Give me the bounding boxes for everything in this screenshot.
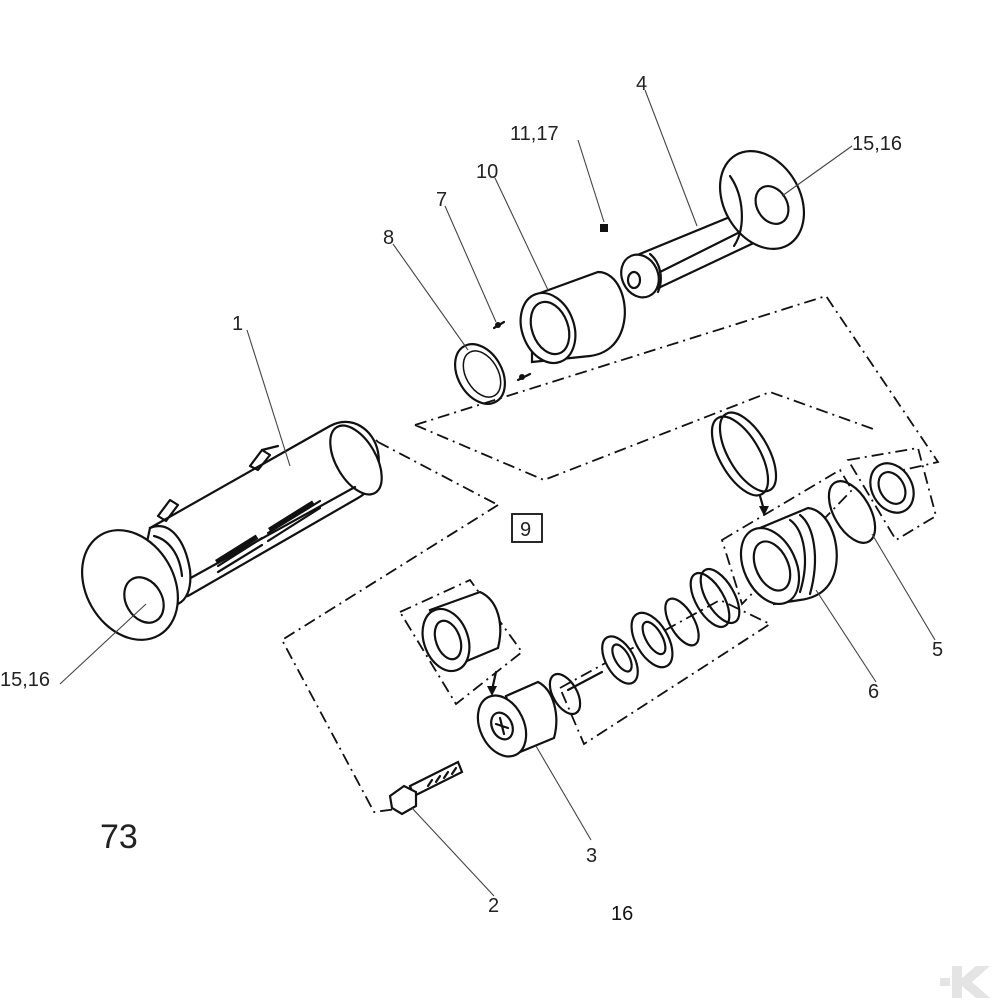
- label-8: 8: [383, 227, 394, 249]
- page-number: 16: [611, 903, 633, 925]
- rod-seal[interactable]: [819, 455, 922, 550]
- piston-ring-group-boundary: [558, 598, 772, 746]
- seal-kit-boundary: [280, 439, 499, 813]
- label-7: 7: [436, 189, 447, 211]
- label-5: 5: [932, 639, 943, 661]
- piston-seal[interactable]: [414, 590, 502, 678]
- part-labels: 1 2 3 4 5 6 7 8 9 10 11,17 15,16 15,16: [0, 73, 943, 917]
- k-logo-icon: [940, 966, 990, 998]
- label-1: 1: [232, 313, 243, 335]
- piston-body[interactable]: [730, 506, 838, 613]
- piston-head[interactable]: [469, 669, 587, 764]
- label-15-16-left: 15,16: [0, 669, 50, 691]
- cylinder-barrel[interactable]: [63, 417, 392, 657]
- label-10: 10: [476, 161, 498, 183]
- callout-box-9: [511, 513, 543, 543]
- piston-seal-group-boundary: [398, 578, 524, 706]
- snap-ring[interactable]: [445, 335, 515, 412]
- label-11-17: 11,17: [510, 123, 559, 145]
- guide-bushing[interactable]: [511, 270, 626, 371]
- guide-group-boundary: [846, 446, 938, 542]
- label-3: 3: [586, 845, 597, 867]
- piston-ring-set[interactable]: [566, 563, 747, 692]
- label-2: 2: [488, 895, 499, 917]
- piston-body-group-boundary: [720, 468, 854, 606]
- grease-nipple[interactable]: [600, 224, 608, 232]
- figure-number: 73: [100, 818, 138, 856]
- lock-screws[interactable]: [492, 320, 532, 382]
- rod-group-boundary: [414, 294, 940, 481]
- leader-lines: [59, 89, 936, 897]
- assembly-boundaries: [280, 294, 940, 813]
- piston-ring-upper[interactable]: [701, 404, 788, 504]
- piston-rod[interactable]: [614, 136, 821, 304]
- piston-bolt[interactable]: [388, 760, 464, 816]
- label-4: 4: [636, 73, 647, 95]
- label-6: 6: [868, 681, 879, 703]
- label-9: 9: [520, 519, 531, 541]
- label-15-16-top: 15,16: [852, 133, 902, 155]
- assembly-arrows: [487, 494, 769, 696]
